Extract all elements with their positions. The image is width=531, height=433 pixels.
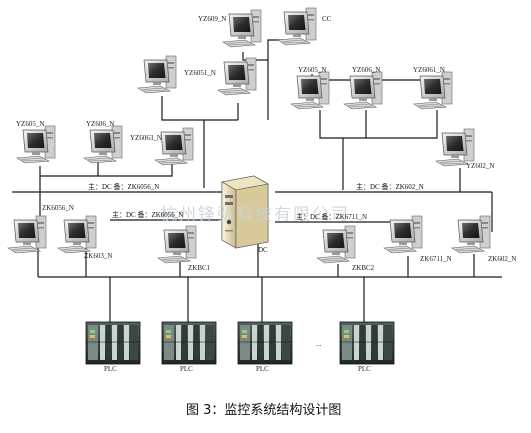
- workstation-yz6051-b-icon: [217, 57, 257, 96]
- label-yz6063: YZ6063_N: [130, 134, 162, 142]
- workstation-yz605-r-icon: [290, 71, 330, 110]
- label-yz605-left: YZ605_N: [16, 120, 44, 128]
- label-cc: CC: [322, 15, 332, 23]
- label-plc-1: PLC: [104, 365, 117, 373]
- label-zk6711: ZK6711_N: [420, 255, 452, 263]
- workstation-yz6051-icon: [137, 55, 177, 94]
- plc-2-icon: [161, 321, 217, 365]
- bus-label-right-lower: 主：DC 备：ZK6711_N: [296, 212, 367, 221]
- label-zk603: ZK603_N: [84, 252, 112, 260]
- label-zk6056: ZK6056_N: [42, 204, 74, 212]
- plc-3-icon: [237, 321, 293, 365]
- server-dc-icon: [221, 175, 269, 249]
- workstation-yz609-icon: [222, 9, 262, 48]
- workstation-yz606-r-icon: [343, 71, 383, 110]
- workstation-cc-icon: [277, 7, 317, 46]
- workstation-zkbc2-icon: [316, 225, 356, 264]
- bus-label-left-upper: 主：DC 备：ZK6056_N: [88, 182, 159, 191]
- plc-1-icon: [85, 321, 141, 365]
- label-yz609: YZ609_N: [198, 15, 226, 23]
- label-dc: DC: [258, 246, 268, 254]
- workstation-yz606-l-icon: [83, 125, 123, 164]
- workstation-zk602-icon: [451, 215, 491, 254]
- workstation-yz6061-r-icon: [413, 71, 453, 110]
- label-yz606-left: YZ606_N: [86, 120, 114, 128]
- workstation-zk603-icon: [57, 215, 97, 254]
- label-yz602: YZ602_N: [466, 162, 494, 170]
- watermark: 杭州锋弘科技有限公司: [160, 205, 350, 225]
- figure-caption: 图 3：监控系统结构设计图: [186, 403, 341, 418]
- workstation-yz605-l-icon: [16, 125, 56, 164]
- workstation-zkbc1-icon: [157, 225, 197, 264]
- label-plc-4: PLC: [358, 365, 371, 373]
- label-ellipsis: ...: [316, 340, 322, 348]
- bus-label-left-lower: 主：DC 备：ZK6056_N: [112, 210, 183, 219]
- label-yz606-right: YZ606_N: [352, 66, 380, 74]
- label-yz6051: YZ6051_N: [184, 69, 216, 77]
- bus-label-right-upper: 主：DC 备：ZK602_N: [356, 182, 424, 191]
- workstation-yz602-icon: [435, 128, 475, 167]
- label-plc-2: PLC: [180, 365, 193, 373]
- label-yz6061-right: YZ6061_N: [413, 66, 445, 74]
- label-zkbc2: ZKBC2: [352, 264, 375, 272]
- label-zkbc1: ZKBC1: [188, 264, 211, 272]
- label-yz605-right: YZ605_N: [298, 66, 326, 74]
- workstation-zk6056-icon: [7, 215, 47, 254]
- label-plc-3: PLC: [256, 365, 269, 373]
- plc-4-icon: [339, 321, 395, 365]
- label-zk602: ZK602_N: [488, 255, 516, 263]
